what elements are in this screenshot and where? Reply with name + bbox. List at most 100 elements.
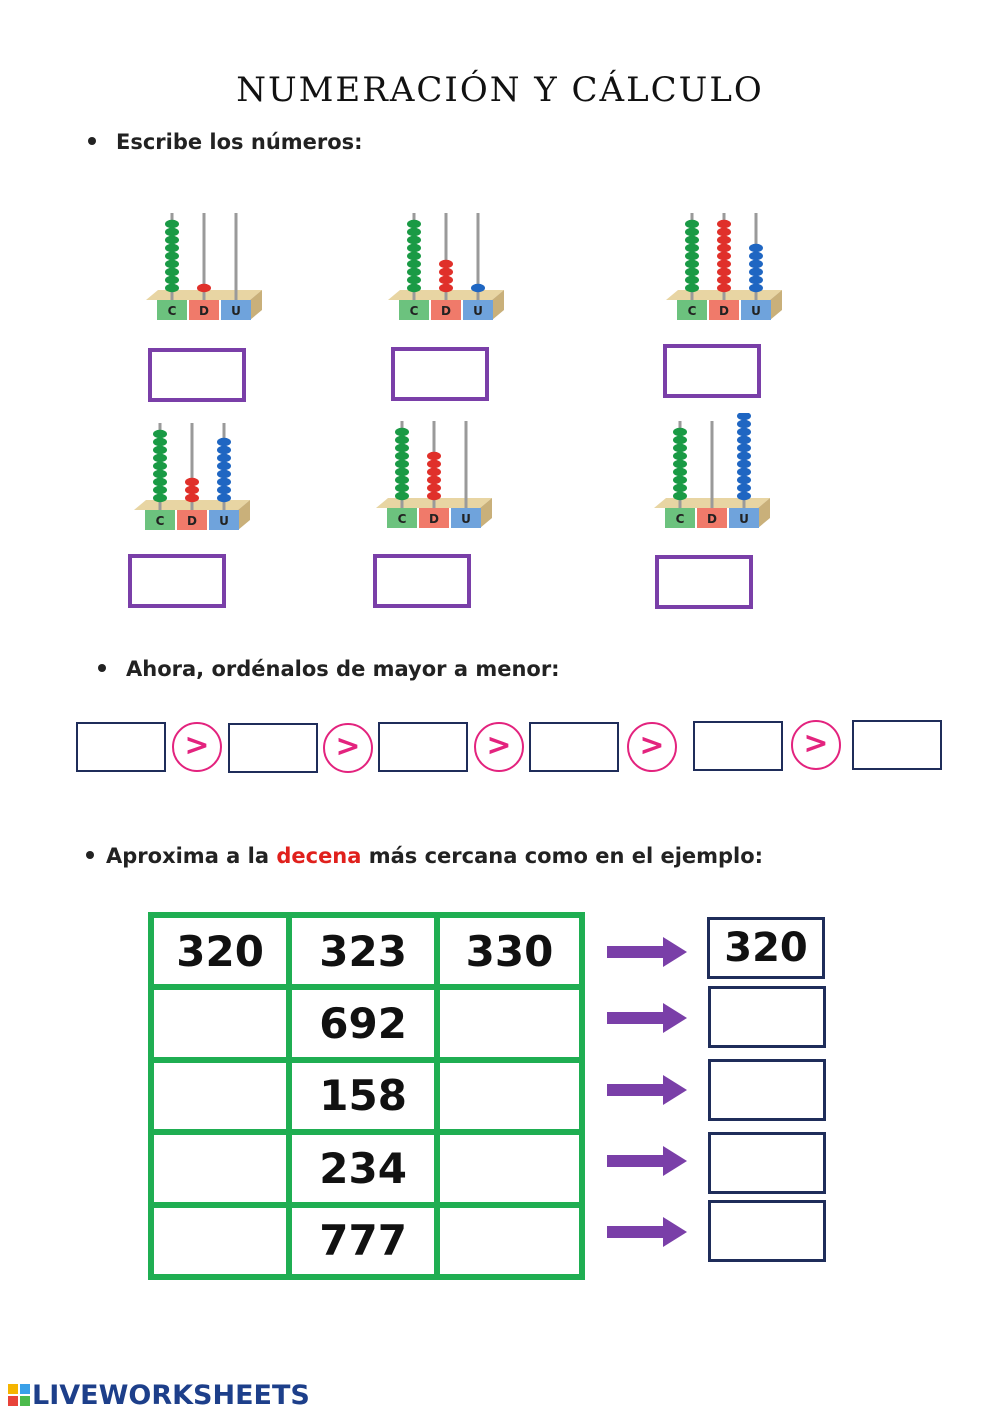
liveworksheets-logo: LIVEWORKSHEETS bbox=[8, 1380, 310, 1411]
abacus-bead-units bbox=[749, 283, 763, 293]
abacus-bead-hundreds bbox=[407, 235, 421, 245]
abacus-bead-hundreds bbox=[673, 435, 687, 445]
abacus-bead-units bbox=[737, 443, 751, 453]
abacus-bead-hundreds bbox=[165, 275, 179, 285]
abacus-bead-hundreds bbox=[685, 235, 699, 245]
abacus-bead-tens bbox=[197, 283, 211, 293]
abacus-answer-3[interactable] bbox=[663, 344, 761, 398]
abacus-base-side bbox=[492, 290, 504, 320]
greater-than-symbol: > bbox=[791, 720, 841, 770]
abacus-bead-hundreds bbox=[685, 259, 699, 269]
abacus-label-hundreds: C bbox=[676, 512, 685, 526]
result-box[interactable] bbox=[708, 1059, 826, 1121]
table-row: 777 bbox=[147, 1201, 585, 1281]
lower-ten-cell[interactable] bbox=[147, 1129, 293, 1208]
abacus-rod-tens bbox=[190, 423, 194, 512]
abacus-bead-hundreds bbox=[395, 435, 409, 445]
table-row: 234 bbox=[147, 1129, 585, 1208]
order-box-5[interactable] bbox=[693, 721, 783, 771]
logo-icon bbox=[8, 1384, 30, 1406]
abacus-bead-hundreds bbox=[407, 275, 421, 285]
abacus-tile-hundreds bbox=[157, 300, 187, 320]
abacus-bead-hundreds bbox=[153, 429, 167, 439]
abacus-bead-units bbox=[737, 491, 751, 501]
abacus-bead-units bbox=[737, 467, 751, 477]
lower-ten-cell[interactable] bbox=[147, 984, 293, 1063]
abacus-bead-tens bbox=[717, 267, 731, 277]
abacus-tile-units bbox=[741, 300, 771, 320]
abacus-bead-tens bbox=[185, 485, 199, 495]
abacus-bead-hundreds bbox=[165, 259, 179, 269]
abacus-bead-units bbox=[749, 259, 763, 269]
upper-ten-cell[interactable] bbox=[434, 1129, 585, 1208]
abacus-bead-hundreds bbox=[395, 491, 409, 501]
number-cell: 692 bbox=[286, 984, 441, 1063]
abacus-bead-hundreds bbox=[673, 451, 687, 461]
abacus-answer-5[interactable] bbox=[373, 554, 471, 608]
abacus-bead-units bbox=[749, 275, 763, 285]
abacus-answer-2[interactable] bbox=[391, 347, 489, 401]
order-box-4[interactable] bbox=[529, 722, 619, 772]
abacus-bead-units bbox=[737, 435, 751, 445]
abacus-answer-4[interactable] bbox=[128, 554, 226, 608]
order-box-6[interactable] bbox=[852, 720, 942, 770]
abacus-bead-hundreds bbox=[407, 259, 421, 269]
abacus-bead-units bbox=[217, 493, 231, 503]
result-box[interactable] bbox=[708, 1132, 826, 1194]
instruction-round: Aproxima a la decena más cercana como en… bbox=[86, 844, 763, 868]
order-box-1[interactable] bbox=[76, 722, 166, 772]
abacus-bead-hundreds bbox=[673, 483, 687, 493]
order-box-2[interactable] bbox=[228, 723, 318, 773]
logo-text: LIVEWORKSHEETS bbox=[32, 1380, 310, 1411]
abacus-label-tens: D bbox=[429, 512, 439, 526]
abacus-label-tens: D bbox=[441, 304, 451, 318]
bullet-dot bbox=[98, 664, 106, 672]
number-cell: 323 bbox=[286, 911, 441, 991]
abacus-bead-hundreds bbox=[165, 283, 179, 293]
abacus-bead-units bbox=[217, 469, 231, 479]
abacus-label-units: U bbox=[219, 514, 229, 528]
upper-ten-cell[interactable] bbox=[434, 984, 585, 1063]
lower-ten-cell[interactable] bbox=[147, 1056, 293, 1136]
abacus-tile-units bbox=[209, 510, 239, 530]
abacus-bead-hundreds bbox=[395, 459, 409, 469]
number-cell: 158 bbox=[286, 1056, 441, 1136]
abacus-bead-hundreds bbox=[153, 453, 167, 463]
abacus-tile-hundreds bbox=[677, 300, 707, 320]
upper-ten-cell[interactable] bbox=[434, 1056, 585, 1136]
abacus-bead-tens bbox=[427, 467, 441, 477]
greater-than-symbol: > bbox=[172, 722, 222, 772]
abacus-base-side bbox=[758, 498, 770, 528]
bullet-dot bbox=[86, 851, 94, 859]
bullet-dot bbox=[88, 137, 96, 145]
result-box[interactable] bbox=[708, 1200, 826, 1262]
result-box[interactable] bbox=[708, 986, 826, 1048]
rounding-table: 320 323 330 692 158 234 777 bbox=[147, 911, 585, 1281]
order-box-3[interactable] bbox=[378, 722, 468, 772]
lower-ten-cell: 320 bbox=[147, 911, 293, 991]
abacus-tile-tens bbox=[697, 508, 727, 528]
abacus-bead-hundreds bbox=[407, 243, 421, 253]
abacus-bead-hundreds bbox=[395, 443, 409, 453]
arrow-right-icon bbox=[607, 1003, 687, 1033]
lower-ten-cell[interactable] bbox=[147, 1201, 293, 1281]
abacus-tile-units bbox=[729, 508, 759, 528]
upper-ten-cell[interactable] bbox=[434, 1201, 585, 1281]
abacus-bead-units bbox=[737, 459, 751, 469]
instruction-label: Aproxima a la bbox=[106, 844, 277, 868]
abacus-bead-hundreds bbox=[165, 251, 179, 261]
instruction-order: Ahora, ordénalos de mayor a menor: bbox=[98, 657, 560, 681]
abacus-answer-1[interactable] bbox=[148, 348, 246, 402]
abacus-answer-6[interactable] bbox=[655, 555, 753, 609]
abacus-bead-hundreds bbox=[673, 475, 687, 485]
instruction-label: Ahora, ordénalos de mayor a menor: bbox=[126, 657, 560, 681]
abacus-base-side bbox=[480, 498, 492, 528]
